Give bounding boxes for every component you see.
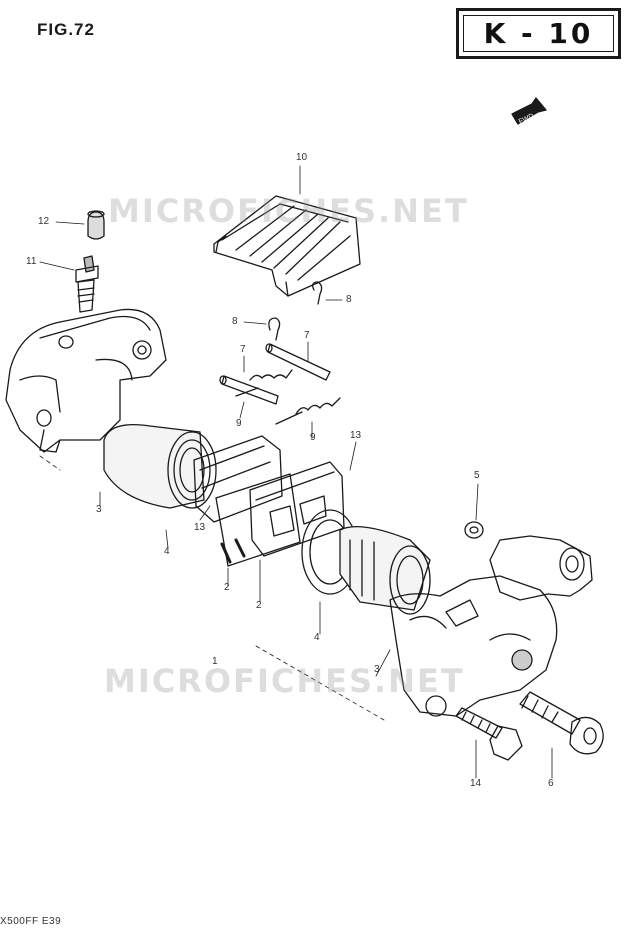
callout-13-left: 13	[194, 522, 206, 533]
piston-right-part	[339, 526, 431, 615]
caliper-half-right-part	[389, 535, 593, 717]
callout-3-right: 3	[374, 664, 380, 675]
callout-11: 11	[26, 256, 37, 267]
page-code: K - 10	[463, 15, 614, 52]
mounting-bolt-long-part	[519, 691, 604, 755]
clip-left-part	[268, 317, 281, 341]
callout-12: 12	[38, 216, 50, 227]
pad-spring-part	[213, 195, 361, 297]
watermark-bottom: MICROFICHES.NET	[104, 662, 465, 700]
callout-14: 14	[470, 778, 482, 789]
callout-3-left: 3	[96, 504, 102, 515]
footer-code: X500FF E39	[0, 916, 62, 927]
figure-title: FIG.72	[37, 20, 95, 39]
callout-8-right: 8	[346, 294, 352, 305]
callout-4-left: 4	[164, 546, 170, 557]
clip-right-part	[312, 281, 323, 305]
callout-4-right: 4	[314, 632, 320, 643]
brake-pad-right-part	[249, 461, 345, 557]
bleeder-valve-part	[75, 255, 99, 313]
callout-2-right: 2	[256, 600, 262, 611]
piston-left-part	[103, 423, 217, 509]
spring-left-part	[235, 369, 293, 397]
callout-10: 10	[296, 152, 308, 163]
callout-8-left: 8	[232, 316, 238, 327]
pad-pin-left-part	[219, 375, 279, 405]
mounting-bolt-short-part	[455, 707, 523, 761]
washer-part	[464, 521, 484, 539]
callout-5: 5	[474, 470, 480, 481]
shim-left-part	[193, 435, 283, 523]
bleeder-cap-part	[87, 210, 105, 240]
callout-6: 6	[548, 778, 554, 789]
callout-2-left: 2	[224, 582, 230, 593]
callout-9-left: 9	[236, 418, 242, 429]
callout-13-right: 13	[350, 430, 362, 441]
page-code-box: K - 10	[456, 8, 621, 59]
brake-pad-left-part	[215, 473, 301, 567]
pad-pin-right-part	[265, 343, 331, 381]
callout-7-right: 7	[304, 330, 310, 341]
fwd-arrow-icon: FWD	[511, 97, 547, 126]
callout-1: 1	[212, 656, 218, 667]
callout-9-right: 9	[310, 432, 316, 443]
spring-right-part	[275, 397, 341, 425]
watermark-top: MICROFICHES.NET	[108, 192, 469, 230]
callout-7-left: 7	[240, 344, 246, 355]
caliper-half-left-part	[5, 308, 167, 453]
